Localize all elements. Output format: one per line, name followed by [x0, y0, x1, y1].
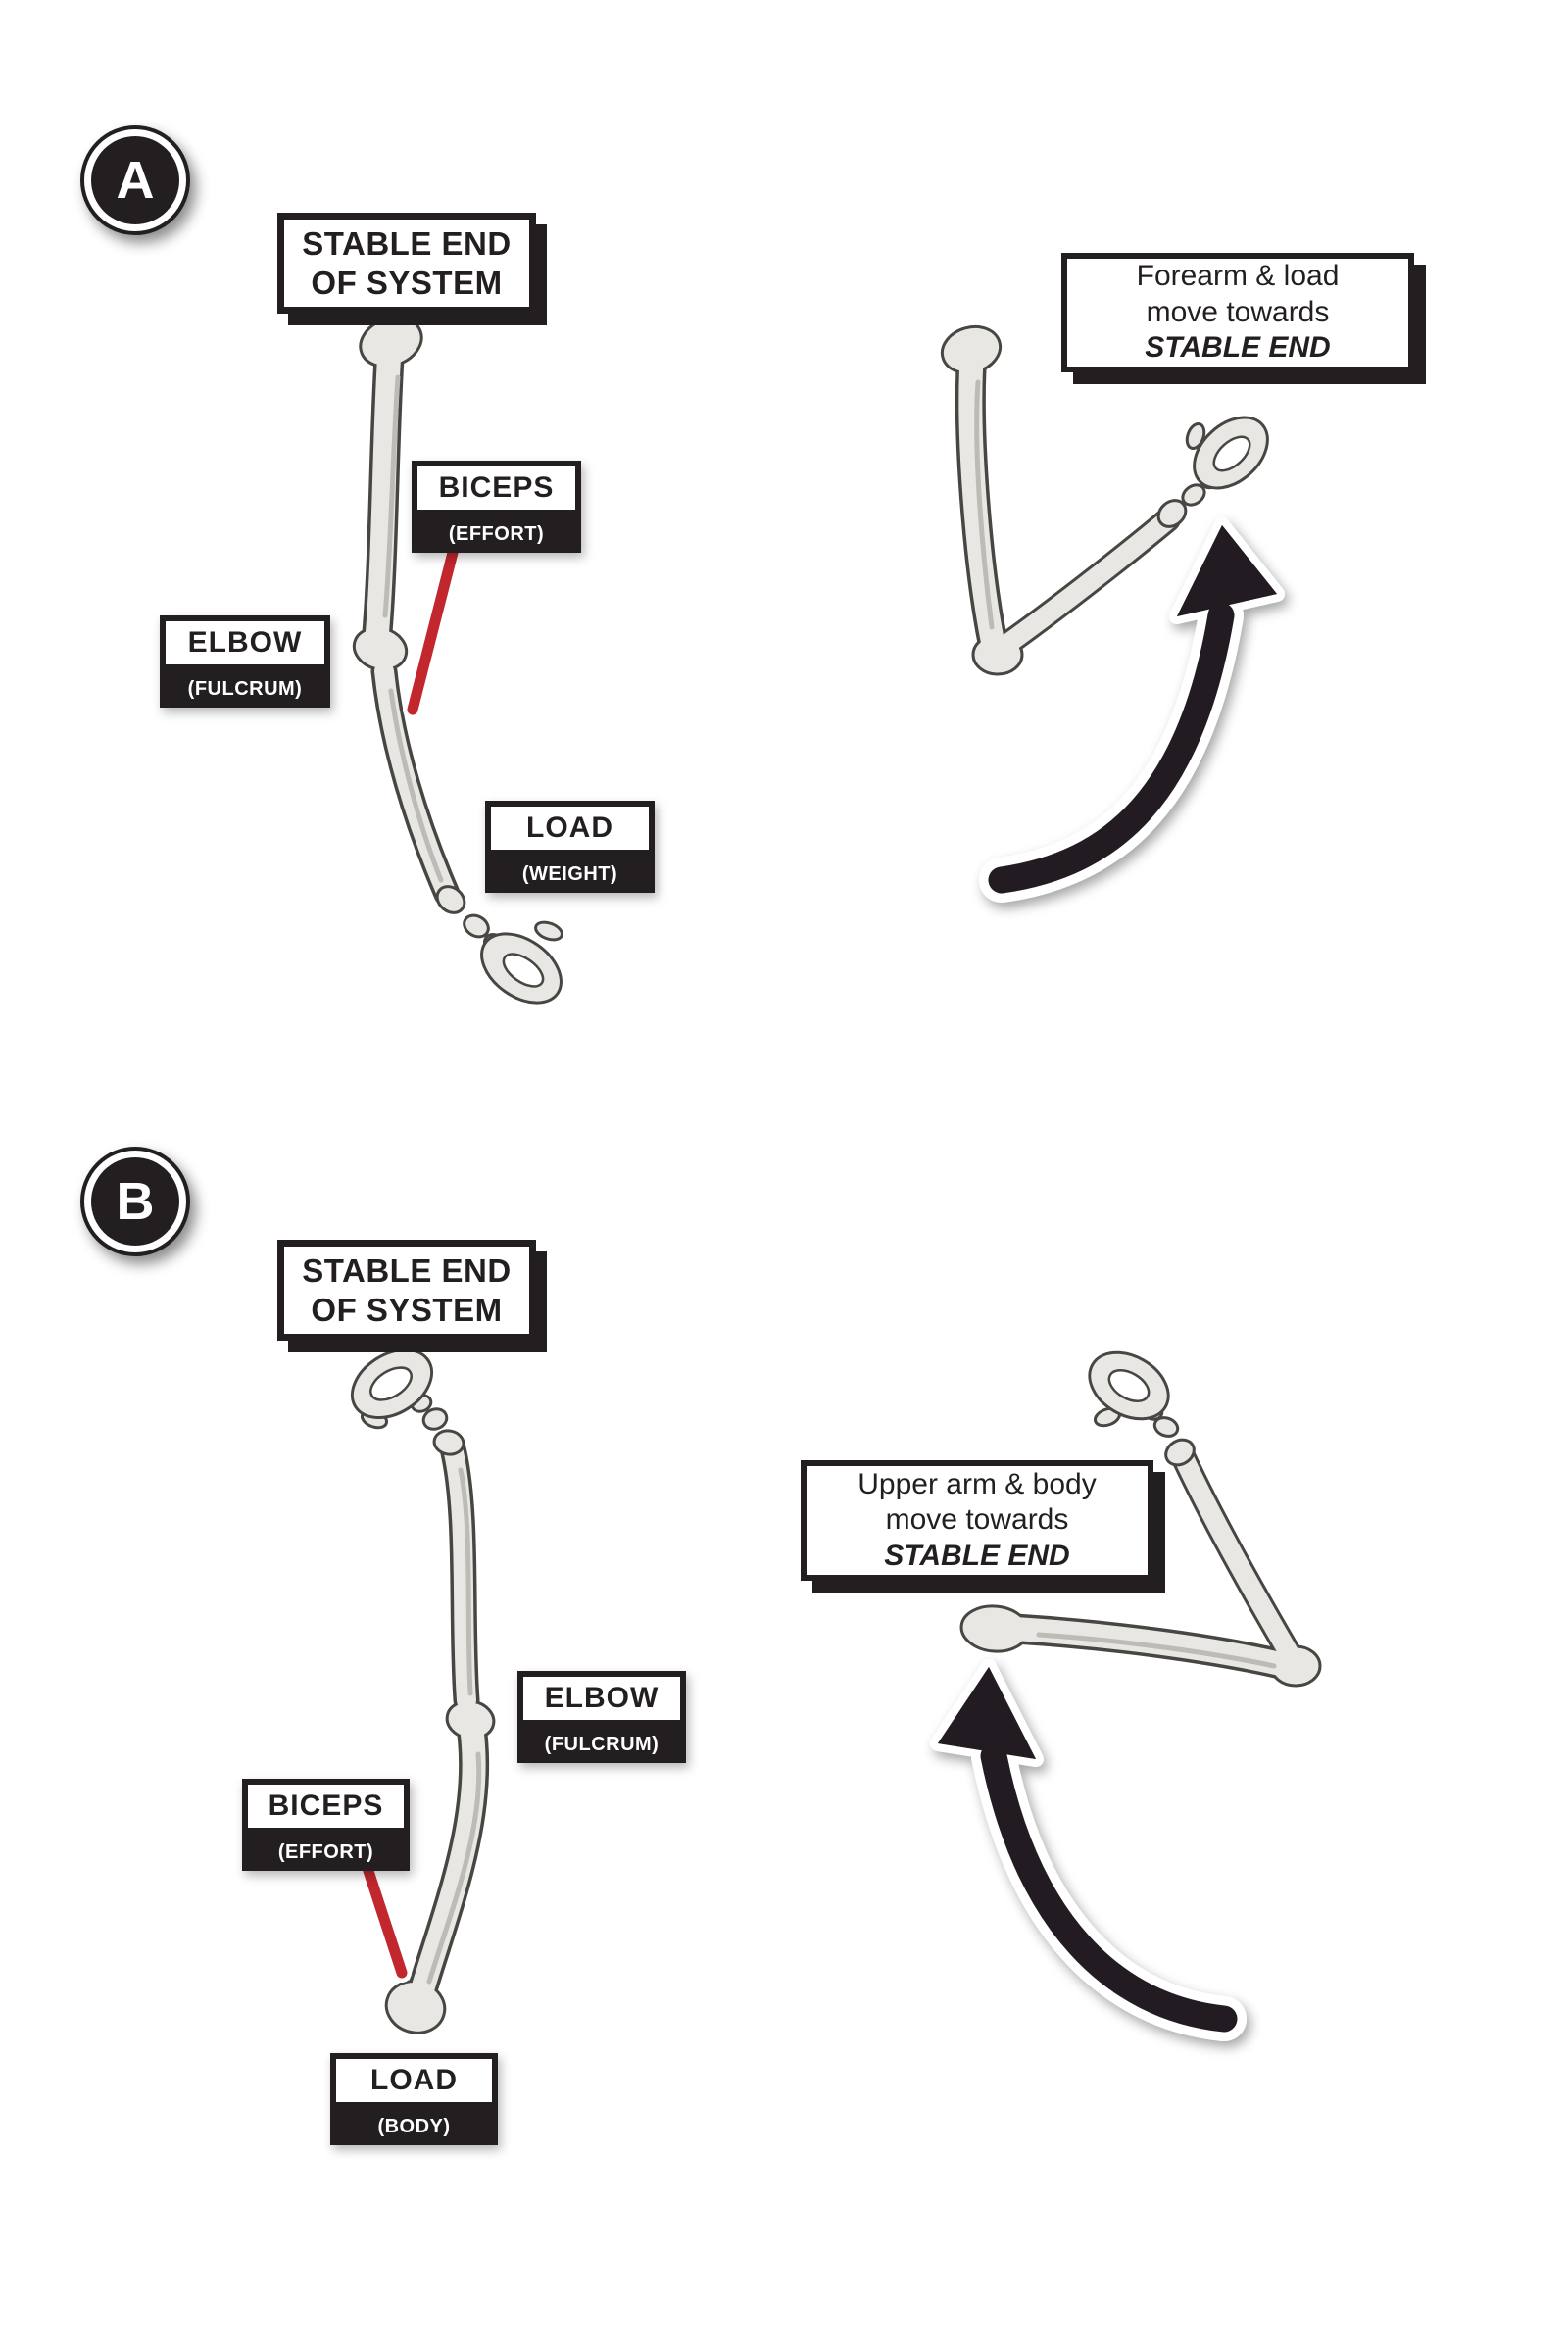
- panel-a-badge-circle: A: [91, 136, 179, 224]
- panel-b-badge: B: [80, 1147, 190, 1256]
- movement-callout-a: Forearm & load move towards STABLE END: [1061, 253, 1414, 372]
- stable-end-box-a-line1: STABLE END: [302, 224, 512, 262]
- biceps-tag-a-title: BICEPS: [412, 461, 581, 515]
- load-tag-b: LOAD (BODY): [330, 2053, 498, 2145]
- movement-callout-b-line3: STABLE END: [884, 1539, 1070, 1572]
- load-tag-a: LOAD (WEIGHT): [485, 801, 655, 893]
- elbow-tag-a-title: ELBOW: [160, 615, 330, 670]
- stable-end-box-b: STABLE END OF SYSTEM: [277, 1240, 536, 1341]
- load-tag-b-title: LOAD: [330, 2053, 498, 2108]
- movement-callout-a-line2: move towards: [1146, 295, 1330, 328]
- stable-end-box-b-line1: STABLE END: [302, 1251, 512, 1289]
- elbow-tag-b-title: ELBOW: [517, 1671, 686, 1726]
- biceps-tag-b-title: BICEPS: [242, 1779, 410, 1834]
- arm-skeleton-a-left: [352, 316, 564, 1004]
- rotation-arrow-a: [979, 517, 1285, 903]
- movement-callout-a-line1: Forearm & load: [1136, 260, 1340, 293]
- panel-a-badge-letter: A: [116, 151, 155, 210]
- panel-b-badge-letter: B: [116, 1172, 155, 1231]
- stable-end-box-b-line2: OF SYSTEM: [311, 1291, 503, 1328]
- biceps-muscle-line-b: [357, 1855, 412, 1983]
- movement-callout-b-line1: Upper arm & body: [858, 1467, 1097, 1500]
- biceps-tag-b: BICEPS (EFFORT): [242, 1779, 410, 1871]
- load-tag-a-title: LOAD: [485, 801, 655, 856]
- rotation-arrow-b: [930, 1659, 1247, 2041]
- stable-end-box-a-line2: OF SYSTEM: [311, 264, 503, 301]
- biceps-muscle-line-a: [403, 535, 465, 719]
- movement-callout-b-line2: move towards: [885, 1503, 1069, 1537]
- panel-a-badge: A: [80, 125, 190, 235]
- elbow-tag-a-sub: (FULCRUM): [160, 670, 330, 708]
- arm-skeleton-a-right: [940, 324, 1269, 676]
- elbow-tag-b-sub: (FULCRUM): [517, 1726, 686, 1763]
- biceps-tag-a: BICEPS (EFFORT): [412, 461, 581, 553]
- elbow-tag-b: ELBOW (FULCRUM): [517, 1671, 686, 1763]
- biceps-tag-b-sub: (EFFORT): [242, 1834, 410, 1871]
- stable-end-box-a: STABLE END OF SYSTEM: [277, 213, 536, 314]
- movement-callout-a-line3: STABLE END: [1145, 331, 1331, 365]
- movement-callout-b: Upper arm & body move towards STABLE END: [801, 1460, 1153, 1581]
- load-tag-a-sub: (WEIGHT): [485, 856, 655, 893]
- load-tag-b-sub: (BODY): [330, 2108, 498, 2145]
- biceps-tag-a-sub: (EFFORT): [412, 515, 581, 553]
- arm-skeleton-b-left: [350, 1348, 496, 2034]
- panel-b-badge-circle: B: [91, 1157, 179, 1246]
- arm-skeleton-b-right: [959, 1350, 1322, 1688]
- elbow-tag-a: ELBOW (FULCRUM): [160, 615, 330, 708]
